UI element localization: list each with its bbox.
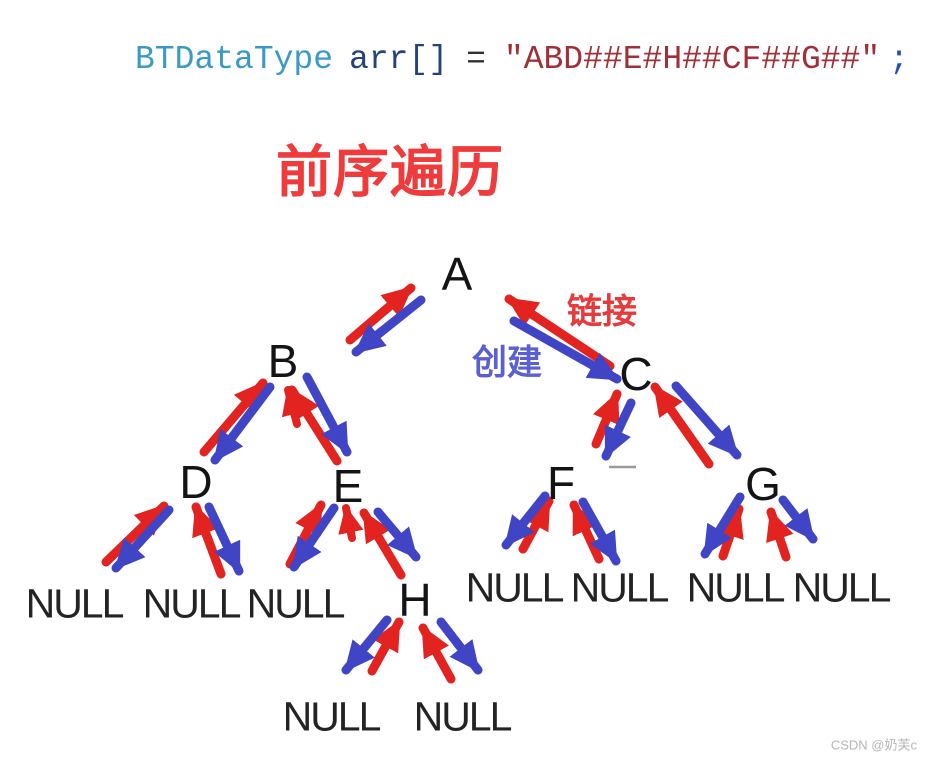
- legend-link-label: 链接: [566, 292, 638, 332]
- tree-node-A: A: [441, 248, 473, 300]
- code-string-token: ″ABD##E#H##CF##G##″: [503, 41, 881, 78]
- arrow-C-G-link: [650, 382, 714, 469]
- arrow-C-F-link: [591, 389, 622, 449]
- null-label-3: NULL: [246, 580, 346, 627]
- arrow-A-C-create: [509, 316, 622, 384]
- null-label-9: NULL: [792, 564, 892, 611]
- arrow-E-H-link: [359, 508, 406, 580]
- watermark: CSDN @奶芙c: [830, 737, 917, 753]
- arrow-H-null-right-link: [418, 623, 456, 684]
- arrow-G-null-right-create: [778, 495, 818, 544]
- tree-node-E: E: [332, 460, 364, 512]
- tree-node-D: D: [179, 456, 213, 508]
- arrow-E-null-left-create: [289, 503, 339, 572]
- arrow-B-D-create: [210, 382, 275, 465]
- arrow-B-E-create: [302, 372, 352, 457]
- tree-node-C: C: [619, 348, 653, 400]
- arrow-H-null-left-create: [341, 615, 392, 675]
- null-label-7: NULL: [570, 564, 670, 611]
- arrow-H-null-right-create: [436, 617, 483, 675]
- null-label-1: NULL: [25, 580, 125, 627]
- page-title: 前序遍历: [276, 140, 504, 204]
- arrow-F-null-left-create: [501, 491, 550, 550]
- null-label-2: NULL: [142, 580, 242, 627]
- null-label-4: NULL: [282, 693, 382, 740]
- null-label-6: NULL: [465, 564, 565, 611]
- arrow-A-B-create: [351, 295, 426, 357]
- null-label-8: NULL: [686, 564, 786, 611]
- code-type-token: BTDataType: [135, 41, 334, 78]
- arrow-G-null-left-create: [700, 492, 745, 559]
- tree-node-B: B: [267, 335, 299, 387]
- arrow-E-H-create: [373, 507, 421, 562]
- arrow-G-null-right-link: [766, 507, 794, 562]
- tree-node-H: H: [398, 574, 432, 626]
- arrow-C-F-create: [601, 398, 636, 461]
- arrow-D-null-left-create: [111, 505, 174, 573]
- arrow-F-null-right-create: [578, 497, 621, 566]
- code-var-token: arr[]: [349, 41, 449, 78]
- arrow-E-return-extra: [338, 504, 364, 542]
- tree-node-G: G: [745, 458, 781, 510]
- code-line: BTDataType arr[] = ″ABD##E#H##CF##G##″;: [135, 41, 909, 78]
- arrow-B-return-extra: [281, 386, 307, 428]
- null-label-5: NULL: [413, 693, 513, 740]
- code-equals-token: =: [466, 41, 486, 78]
- arrow-D-null-right-create: [204, 502, 244, 576]
- arrow-H-null-left-link: [367, 617, 404, 676]
- legend-create-label: 创建: [471, 343, 543, 383]
- tree-node-F: F: [546, 457, 576, 509]
- arrow-C-G-create: [671, 381, 742, 460]
- code-semicolon-token: ;: [889, 41, 909, 78]
